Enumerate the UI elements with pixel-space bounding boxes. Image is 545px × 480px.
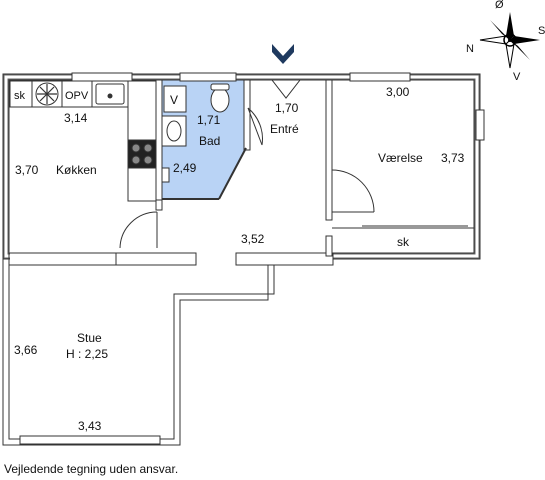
bath-dim-b-label: 2,49	[173, 161, 197, 175]
kitchen-sk-label: sk	[14, 90, 26, 102]
kitchen-opv-label: OPV	[65, 90, 89, 102]
entry-dim-label: 1,70	[275, 101, 299, 115]
living-height-label: H : 2,25	[66, 347, 108, 361]
living-length-label: 3,66	[14, 343, 38, 357]
bathroom-fixtures	[161, 83, 230, 183]
entry-name-label: Entré	[270, 122, 299, 136]
bath-v-label: V	[170, 93, 178, 107]
entrance-arrow-icon	[272, 44, 294, 64]
compass-icon	[479, 12, 540, 69]
kitchen-name-label: Køkken	[56, 163, 97, 177]
bedroom-length-label: 3,73	[441, 151, 465, 165]
wardrobe	[332, 225, 474, 229]
kitchen-width-label: 3,14	[64, 111, 88, 125]
bedroom-width-label: 3,00	[386, 85, 410, 99]
ventilation-icon	[35, 82, 59, 106]
hall-dim-label: 3,52	[241, 232, 265, 246]
lower-walls	[2, 259, 275, 446]
living-name-label: Stue	[77, 331, 102, 345]
compass-v-label: V	[513, 71, 521, 83]
windows	[19, 72, 485, 445]
bedroom-name-label: Værelse	[378, 151, 423, 165]
compass-n-label: N	[466, 43, 474, 55]
living-width-label: 3,43	[78, 419, 102, 433]
bath-dim-a-label: 1,71	[197, 113, 221, 127]
compass-s-label: S	[538, 25, 545, 37]
bedroom-closet-label: sk	[397, 235, 410, 249]
doors	[119, 79, 375, 249]
disclaimer-text: Vejledende tegning uden ansvar.	[4, 462, 179, 476]
compass-o-label: Ø	[495, 0, 504, 11]
kitchen-length-label: 3,70	[15, 163, 39, 177]
bath-name-label: Bad	[199, 134, 220, 148]
